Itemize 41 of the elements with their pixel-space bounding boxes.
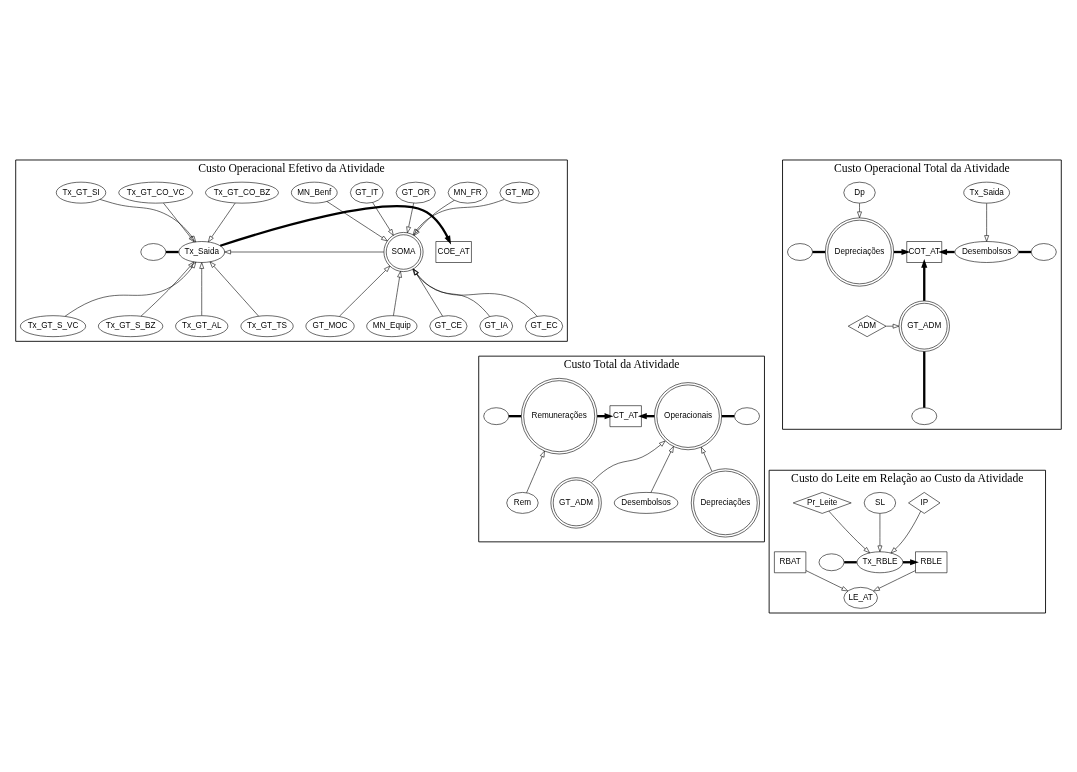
node-cloud bbox=[734, 406, 760, 425]
arrow bbox=[208, 202, 236, 242]
connector bbox=[923, 351, 926, 408]
arrow bbox=[219, 204, 452, 247]
arrow bbox=[224, 249, 385, 254]
node-cloud bbox=[140, 242, 167, 261]
arrow bbox=[701, 446, 713, 471]
node-cloud bbox=[818, 553, 845, 571]
arrow bbox=[591, 440, 666, 483]
arrow bbox=[857, 202, 862, 218]
arrow bbox=[209, 261, 259, 316]
node-cloud bbox=[787, 242, 813, 261]
arrow bbox=[99, 198, 196, 242]
node-cloud bbox=[1030, 242, 1057, 261]
node-cloud bbox=[911, 406, 938, 425]
connector bbox=[166, 250, 179, 253]
arrow bbox=[885, 323, 900, 328]
arrow bbox=[406, 202, 414, 233]
arrow bbox=[828, 510, 870, 553]
arrow bbox=[526, 450, 545, 493]
arrow bbox=[326, 200, 388, 241]
arrow bbox=[199, 261, 205, 316]
arrow bbox=[873, 569, 916, 591]
arrow bbox=[412, 268, 538, 317]
arrow bbox=[877, 512, 883, 552]
arrow bbox=[64, 261, 197, 317]
node-cloud bbox=[483, 406, 510, 425]
arrow bbox=[921, 258, 928, 301]
connector bbox=[844, 560, 857, 563]
arrow bbox=[413, 268, 491, 317]
arrow bbox=[140, 261, 195, 316]
arrow bbox=[412, 198, 505, 235]
arrow bbox=[650, 445, 674, 493]
arrow bbox=[393, 270, 402, 316]
arrow bbox=[805, 569, 849, 591]
arrow bbox=[372, 201, 394, 236]
arrow bbox=[163, 202, 195, 242]
arrow bbox=[339, 265, 391, 317]
arrow bbox=[890, 510, 921, 553]
arrow bbox=[413, 199, 455, 236]
arrow bbox=[984, 202, 989, 242]
